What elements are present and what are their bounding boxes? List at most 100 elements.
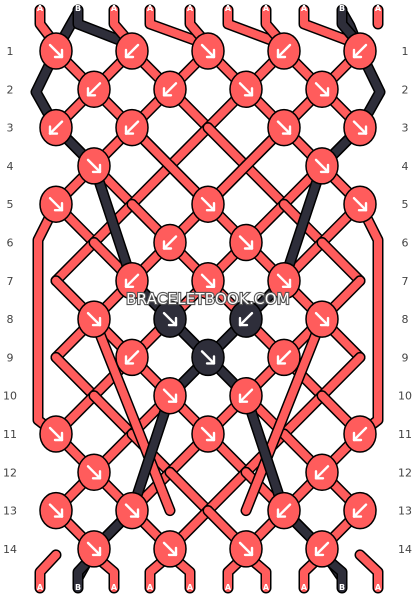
arrow-se-icon	[238, 82, 254, 97]
row-label-left-11: 11	[3, 428, 17, 441]
arrow-head-icon	[205, 278, 216, 288]
arrow-head-icon	[91, 546, 102, 557]
knot-r3-1	[39, 108, 73, 147]
string-label-bottom-10: A	[375, 583, 382, 592]
arrow-sw-icon	[124, 120, 140, 135]
knot-r13-4	[267, 491, 301, 530]
arrow-se-icon	[48, 426, 64, 442]
arrow-sw-icon	[352, 43, 368, 59]
row-label-left-1: 1	[7, 45, 14, 58]
knot-r3-2	[115, 108, 149, 147]
strand-lattice-91	[166, 468, 212, 515]
row-label-left-13: 13	[3, 505, 17, 518]
row-label-right-12: 12	[398, 466, 412, 479]
knot-r10-2	[153, 376, 187, 415]
knot-r9-4	[267, 338, 301, 377]
knot-r1-3	[191, 32, 225, 70]
knot-r11-1	[39, 415, 73, 453]
string-label-bottom-8: A	[301, 583, 308, 592]
string-label-bottom-7: A	[263, 583, 270, 592]
arrow-sw-icon	[238, 388, 254, 403]
strand-lattice-26	[128, 161, 174, 209]
string-label-bottom-5: A	[187, 583, 194, 592]
row-label-left-6: 6	[7, 237, 14, 250]
knot-r13-2	[115, 491, 149, 530]
row-label-left-14: 14	[3, 543, 17, 556]
strand-diag-l1	[128, 123, 212, 209]
arrow-head-icon	[205, 355, 216, 365]
arrow-sw-icon	[162, 82, 178, 97]
row-label-right-11: 11	[398, 428, 412, 441]
arrow-head-icon	[53, 431, 64, 442]
strand-lattice-71	[318, 353, 364, 400]
knot-r11-5	[343, 415, 377, 453]
arrow-se-icon	[314, 158, 330, 174]
knot-r10-3	[229, 376, 263, 415]
knot-r12-4	[305, 453, 339, 492]
knot-r11-3	[191, 415, 225, 453]
arrow-se-icon	[238, 235, 254, 250]
string-label-top-2: B	[75, 4, 81, 13]
arrow-head-icon	[124, 278, 135, 288]
arrow-head-icon	[162, 240, 173, 250]
row-label-right-1: 1	[402, 45, 409, 58]
knot-r8-4	[305, 300, 339, 338]
arrow-head-icon	[352, 431, 363, 442]
arrow-head-icon	[91, 163, 102, 174]
arrow-se-icon	[162, 541, 178, 557]
string-label-top-10: A	[375, 4, 382, 13]
strand-outer-left	[34, 200, 60, 438]
string-label-bottom-4: A	[147, 583, 154, 592]
row-label-right-6: 6	[402, 237, 409, 250]
arrow-head-icon	[238, 393, 249, 403]
knot-r8-2	[153, 300, 187, 338]
string-label-top-4: A	[147, 4, 154, 13]
strand-diag-l2	[90, 315, 174, 515]
arrow-head-icon	[53, 48, 64, 59]
strand-lattice-40	[52, 238, 98, 285]
arrow-head-icon	[129, 508, 140, 518]
arrow-se-icon	[276, 120, 292, 135]
row-label-right-2: 2	[402, 83, 409, 96]
arrow-se-icon	[162, 388, 178, 403]
strand-top-end-3	[146, 6, 212, 49]
arrow-se-icon	[86, 465, 102, 480]
knot-r7-2	[115, 262, 149, 300]
knot-r14-2	[153, 530, 187, 568]
arrow-se-icon	[200, 43, 216, 59]
knot-r6-3	[229, 223, 263, 262]
row-label-right-14: 14	[398, 543, 412, 556]
arrow-se-icon	[200, 273, 216, 288]
strand-lattice-92	[204, 468, 250, 515]
row-label-right-9: 9	[402, 351, 409, 364]
string-label-top-8: A	[301, 4, 308, 13]
string-label-top-7: A	[263, 4, 270, 13]
arrow-se-icon	[238, 541, 254, 557]
knot-r7-3	[191, 262, 225, 300]
arrow-head-icon	[281, 278, 292, 288]
knot-r14-1	[77, 530, 111, 568]
knot-r1-2	[115, 32, 149, 70]
string-label-bottom-9: B	[339, 583, 345, 592]
arrow-se-icon	[48, 503, 64, 518]
arrow-head-icon	[314, 546, 325, 557]
knot-r13-1	[39, 491, 73, 530]
knot-r14-4	[305, 530, 339, 568]
arrow-se-icon	[276, 273, 292, 288]
knot-r3-5	[343, 108, 377, 147]
knot-r9-3	[191, 338, 225, 377]
string-label-top-9: B	[339, 4, 345, 13]
arrow-se-icon	[48, 197, 64, 212]
row-label-right-3: 3	[402, 122, 409, 135]
knot-r5-5	[343, 185, 377, 223]
arrow-head-icon	[53, 508, 64, 518]
row-label-left-12: 12	[3, 466, 17, 479]
row-label-left-2: 2	[7, 83, 14, 96]
arrow-se-icon	[48, 43, 64, 59]
knot-r8-3	[229, 300, 263, 338]
string-label-top-1: A	[37, 4, 44, 13]
arrow-head-icon	[124, 48, 135, 59]
row-label-right-7: 7	[402, 275, 409, 288]
